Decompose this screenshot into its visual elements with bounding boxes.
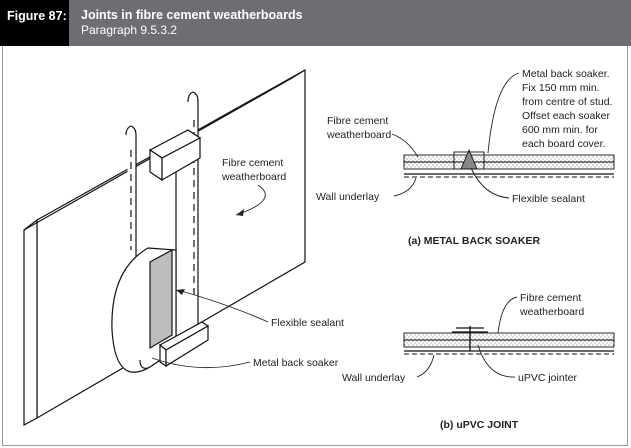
a-soaker-note-6: each board cover.: [522, 138, 605, 150]
a-underlay-label: Wall underlay: [316, 191, 380, 203]
left-soaker-label: Metal back soaker: [253, 357, 339, 369]
figure-title: Joints in fibre cement weatherboards: [81, 8, 303, 22]
figure-header: Figure 87: Joints in fibre cement weathe…: [0, 0, 631, 46]
a-soaker-note-3: from centre of stud.: [522, 96, 612, 108]
top-soaker: [148, 129, 202, 182]
weatherboard-edge: [23, 218, 38, 427]
figure-title-box: Joints in fibre cement weatherboards Par…: [69, 0, 631, 46]
a-soaker-note-2: Fix 150 mm min.: [522, 82, 600, 94]
b-weatherboard-label-2: weatherboard: [519, 306, 584, 318]
a-sealant-label: Flexible sealant: [512, 193, 585, 205]
a-weatherboard-label-1: Fibre cement: [327, 115, 388, 127]
figure-frame: [2, 46, 628, 446]
b-caption: (b) uPVC JOINT: [440, 419, 519, 431]
b-weatherboard-label-1: Fibre cement: [520, 292, 581, 304]
sealant-bead-a: [460, 148, 478, 170]
diagram-b-section: [403, 326, 615, 355]
left-weatherboard-label-2: weatherboard: [221, 171, 286, 183]
flexible-sealant-strip: [149, 248, 173, 350]
figure-number: Figure 87:: [0, 0, 69, 46]
a-soaker-note-4: Offset each soaker: [522, 110, 610, 122]
diagram-a-labels: Fibre cement weatherboard Metal back soa…: [316, 68, 612, 247]
a-weatherboard-label-2: weatherboard: [326, 129, 391, 141]
left-sealant-label: Flexible sealant: [271, 317, 344, 329]
bottom-soaker: [139, 321, 210, 369]
b-underlay-label: Wall underlay: [342, 372, 406, 384]
upvc-jointer: [452, 326, 488, 351]
figure-paragraph: Paragraph 9.5.3.2: [81, 23, 178, 37]
diagram-b-labels: Fibre cement weatherboard Wall underlay …: [342, 292, 584, 431]
weatherboard-3d-diagram: [23, 68, 306, 427]
a-caption: (a) METAL BACK SOAKER: [408, 235, 540, 247]
diagram-a-section: [403, 148, 615, 178]
b-jointer-label: uPVC jointer: [518, 372, 577, 384]
left-labels: Fibre cement weatherboard Flexible seala…: [151, 157, 344, 369]
a-soaker-note-1: Metal back soaker.: [522, 68, 610, 80]
a-soaker-note-5: 600 mm min. for: [522, 124, 598, 136]
left-weatherboard-label-1: Fibre cement: [222, 157, 283, 169]
